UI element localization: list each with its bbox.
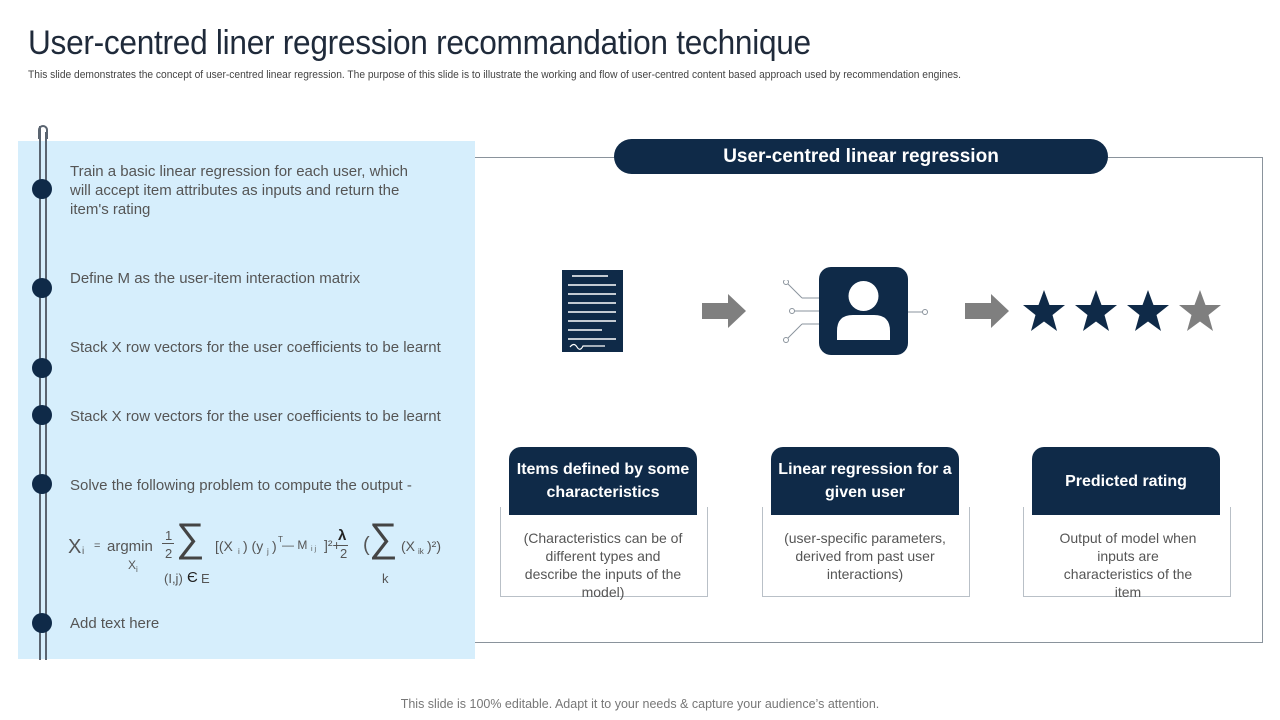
step-text-6: Add text here	[70, 615, 160, 632]
spiral-binding-line	[39, 126, 41, 660]
card-linear-regression: Linear regression for a given user (user…	[762, 447, 970, 607]
card-items: Items defined by some characteristics (C…	[500, 447, 708, 607]
star-icon	[1074, 289, 1118, 333]
steps-panel	[18, 141, 475, 659]
card-frame	[1023, 507, 1231, 597]
step-text-5: Solve the following problem to compute t…	[70, 477, 412, 494]
step-bullet	[32, 358, 52, 378]
formula-term3: )	[272, 538, 277, 554]
formula-sigma-2: ∑	[369, 516, 398, 560]
formula-sum-range: (I,j)	[164, 571, 183, 586]
card-description: (user-specific parameters, derived from …	[784, 530, 946, 582]
step-bullet	[32, 613, 52, 633]
formula-term5: ]²+	[324, 537, 341, 553]
formula-term3-sup: T	[278, 535, 283, 544]
formula-paren: (	[363, 534, 370, 556]
star-icon	[1178, 289, 1222, 333]
formula-fraction-bar	[162, 543, 174, 544]
formula-argmin-sub: X	[128, 558, 137, 572]
step-bullet	[32, 405, 52, 425]
card-predicted-rating: Predicted rating Output of model when in…	[1023, 447, 1231, 607]
formula-x-sub: i	[82, 546, 85, 557]
step-text-4: Stack X row vectors for the user coeffic…	[70, 408, 441, 425]
footer-note: This slide is 100% editable. Adapt it to…	[400, 697, 880, 711]
formula-half-den: 2	[165, 546, 173, 561]
formula-term6: (X	[401, 538, 415, 554]
page-subtitle: This slide demonstrates the concept of u…	[28, 69, 961, 81]
formula-fraction-bar	[337, 545, 348, 546]
formula-term6-sub: ik	[418, 547, 424, 556]
arrow-right-icon	[965, 294, 1009, 328]
formula-term7: )²)	[427, 538, 441, 554]
step-bullet	[32, 278, 52, 298]
card-description: Output of model when inputs are characte…	[1059, 530, 1197, 600]
star-icon	[1126, 289, 1170, 333]
diagram-title-pill: User-centred linear regression	[614, 139, 1108, 174]
formula-argmin: argmin	[107, 538, 153, 555]
user-icon	[819, 267, 908, 355]
formula-sigma: ∑	[176, 516, 205, 560]
formula-x: X	[68, 536, 82, 558]
formula-term2: ) (y	[243, 538, 264, 554]
card-title: Items defined by some characteristics	[509, 447, 697, 515]
formula-lambda-den: 2	[340, 546, 348, 561]
card-frame	[762, 507, 970, 597]
step-text-2: Define M as the user-item interaction ma…	[70, 270, 361, 287]
card-frame	[500, 507, 708, 597]
step-bullet	[32, 474, 52, 494]
spiral-binding-line	[45, 132, 47, 660]
step-text-1: Train a basic linear regression for each…	[70, 163, 408, 218]
formula-term2-sub: j	[267, 547, 269, 556]
card-title: Predicted rating	[1032, 447, 1220, 515]
step-text-3: Stack X row vectors for the user coeffic…	[70, 339, 441, 356]
step-bullet	[32, 179, 52, 199]
circuit-lines-icon	[780, 279, 930, 344]
regression-formula: X i = argmin X i 1 2 ∑ (I,j) Є E [(X i )…	[68, 516, 468, 598]
formula-term1: [(X	[215, 538, 233, 554]
card-title: Linear regression for a given user	[771, 447, 959, 515]
formula-lambda: λ	[338, 527, 347, 544]
formula-term4: — M	[282, 538, 308, 552]
formula-set-e: E	[201, 571, 210, 586]
formula-eq: =	[94, 540, 101, 552]
card-description: (Characteristics can be of different typ…	[523, 530, 683, 600]
page-title: User-centred liner regression recommanda…	[28, 24, 811, 62]
formula-argmin-sub-i: i	[136, 565, 138, 574]
formula-half-num: 1	[165, 528, 173, 543]
formula-k: k	[382, 571, 389, 586]
arrow-right-icon	[702, 294, 746, 328]
star-icon	[1022, 289, 1066, 333]
formula-term1-sub: i	[238, 547, 240, 556]
document-icon	[562, 270, 623, 352]
formula-term4-sub: i j	[311, 546, 317, 553]
formula-in-symbol: Є	[187, 569, 198, 586]
